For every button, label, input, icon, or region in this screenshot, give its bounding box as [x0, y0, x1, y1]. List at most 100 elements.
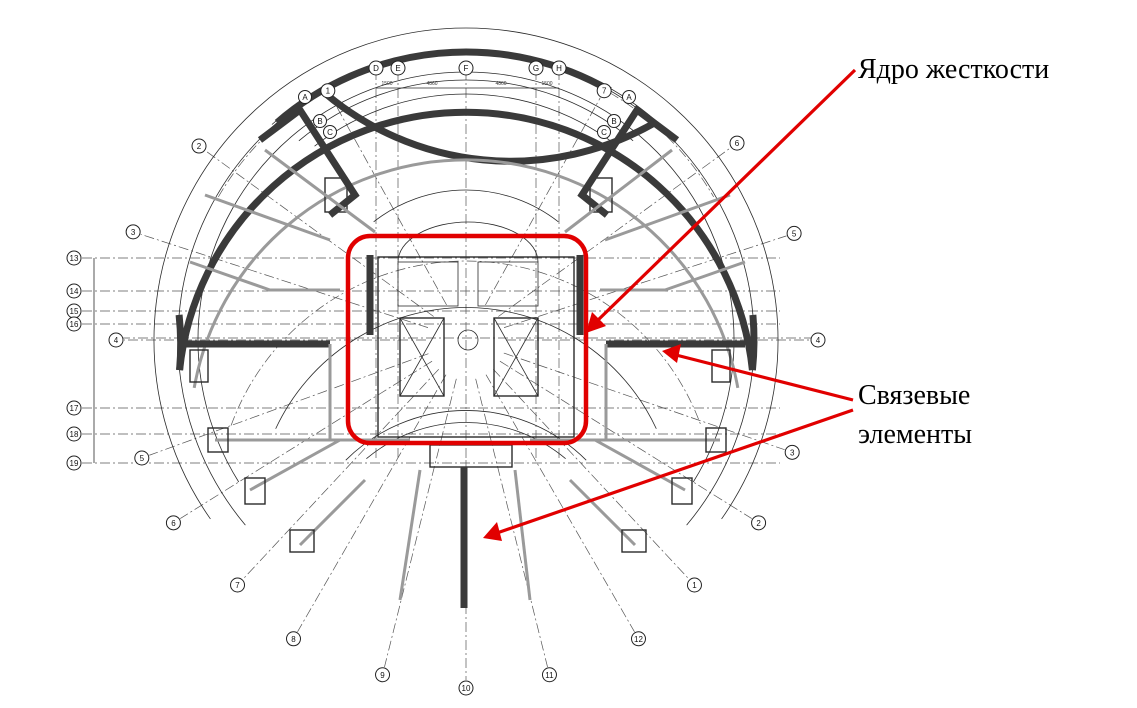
axis-marker: 7	[596, 83, 612, 99]
axis-marker-label: 6	[735, 139, 740, 148]
partition-wall	[189, 260, 271, 292]
partition-wall	[298, 478, 367, 547]
axis-marker-circle	[66, 455, 82, 471]
axis-marker-circle	[786, 225, 802, 241]
axis-marker-circle	[165, 515, 181, 531]
axis-marker: 12	[631, 631, 646, 647]
axis-marker: 7	[230, 577, 246, 593]
axis-marker: F	[458, 60, 474, 76]
radial-axis-line	[498, 147, 731, 317]
axis-marker-circle	[622, 90, 636, 104]
axis-marker-label: 12	[634, 635, 643, 644]
plan-arcs	[153, 27, 779, 601]
axis-marker-label: 3	[131, 228, 136, 237]
balcony-block	[671, 477, 693, 505]
axis-marker: 1	[320, 83, 336, 99]
axis-marker-label: 8	[291, 635, 296, 644]
axis-marker: 17	[66, 400, 82, 416]
stair-left	[397, 261, 459, 307]
axis-marker-circle	[66, 316, 82, 332]
dimension-arc	[314, 93, 618, 147]
axis-marker-circle	[607, 114, 621, 128]
core-outline	[377, 256, 575, 438]
bracing-arrowhead-upper	[662, 344, 681, 363]
axis-marker: 5	[786, 225, 802, 241]
axis-marker-circle	[286, 631, 301, 647]
partition-wall	[604, 193, 731, 242]
partition-wall	[594, 438, 686, 492]
axis-marker: 2	[751, 515, 767, 531]
axis-marker: 4	[810, 332, 826, 348]
axis-marker-circle	[66, 250, 82, 266]
axis-marker-circle	[631, 631, 646, 647]
axis-marker: D	[368, 60, 384, 76]
axis-marker: 18	[66, 426, 82, 442]
axis-marker-label: B	[611, 117, 616, 126]
axis-marker: 6	[165, 515, 181, 531]
radial-axis-line	[384, 378, 457, 668]
dimension-label: 4860	[495, 81, 506, 87]
axis-marker-label: 5	[140, 454, 145, 463]
axis-marker-circle	[596, 83, 612, 99]
axis-marker-label: 7	[235, 581, 240, 590]
axis-marker-circle	[390, 60, 406, 76]
wall	[564, 148, 673, 234]
radial-axis-line	[485, 374, 635, 633]
axis-marker-circle	[323, 125, 337, 139]
balcony-block	[244, 477, 266, 505]
balcony-block	[189, 349, 209, 383]
stair-right	[477, 261, 539, 307]
axis-marker-circle	[810, 332, 826, 348]
axis-marker-circle	[597, 125, 611, 139]
axis-marker: 5	[134, 450, 150, 466]
axis-marker-circle	[686, 577, 702, 593]
radial-axis-line	[331, 97, 447, 306]
bracing-label-line2: элементы	[858, 419, 973, 450]
axis-marker-circle	[368, 60, 384, 76]
axis-marker-circle	[320, 83, 336, 99]
axis-marker-label: 5	[792, 229, 797, 238]
axis-marker: 6	[729, 135, 745, 151]
axis-marker-label: 4	[816, 336, 821, 345]
axis-marker-label: C	[601, 128, 607, 137]
axis-marker: C	[597, 125, 611, 139]
axis-marker-label: 6	[171, 519, 176, 528]
corridor-block	[429, 444, 513, 468]
axis-marker-label: 1	[692, 581, 697, 590]
axis-marker-circle	[551, 60, 567, 76]
radial-axis-line	[140, 233, 429, 328]
axis-marker-circle	[108, 332, 124, 348]
radial-axis-line	[503, 352, 785, 451]
axis-marker: 1	[686, 577, 702, 593]
core-arc	[397, 221, 539, 263]
axis-marker: H	[551, 60, 567, 76]
axis-marker-label: G	[533, 64, 539, 73]
axis-marker-circle	[134, 450, 150, 466]
dimension-label: 1500	[541, 81, 552, 87]
axis-marker: 13	[66, 250, 82, 266]
spiral-center	[457, 329, 479, 351]
axis-marker: B	[607, 114, 621, 128]
axis-marker-label: 16	[70, 320, 79, 329]
balcony-block	[207, 427, 229, 453]
axis-marker-circle	[458, 680, 474, 696]
axis-marker-label: 14	[70, 287, 79, 296]
stiffness-core-highlight	[345, 233, 589, 446]
inner-arc	[373, 189, 559, 223]
bracing-arrowhead-lower	[483, 522, 502, 541]
axis-marker-circle	[66, 426, 82, 442]
dimension-arc	[298, 79, 634, 142]
axis-marker-label: A	[302, 93, 308, 102]
balcony-block	[711, 349, 731, 383]
axis-marker: A	[622, 90, 636, 104]
partition-wall	[513, 469, 532, 601]
plan-walls	[186, 104, 745, 608]
axis-marker-label: 9	[380, 671, 385, 680]
core-label: Ядро жесткости	[858, 54, 1050, 85]
axis-marker-label: H	[556, 64, 562, 73]
axis-marker: 10	[458, 680, 474, 696]
core-arrow	[594, 68, 857, 324]
axis-marker-label: 7	[602, 87, 607, 96]
balcony-block	[621, 529, 647, 553]
